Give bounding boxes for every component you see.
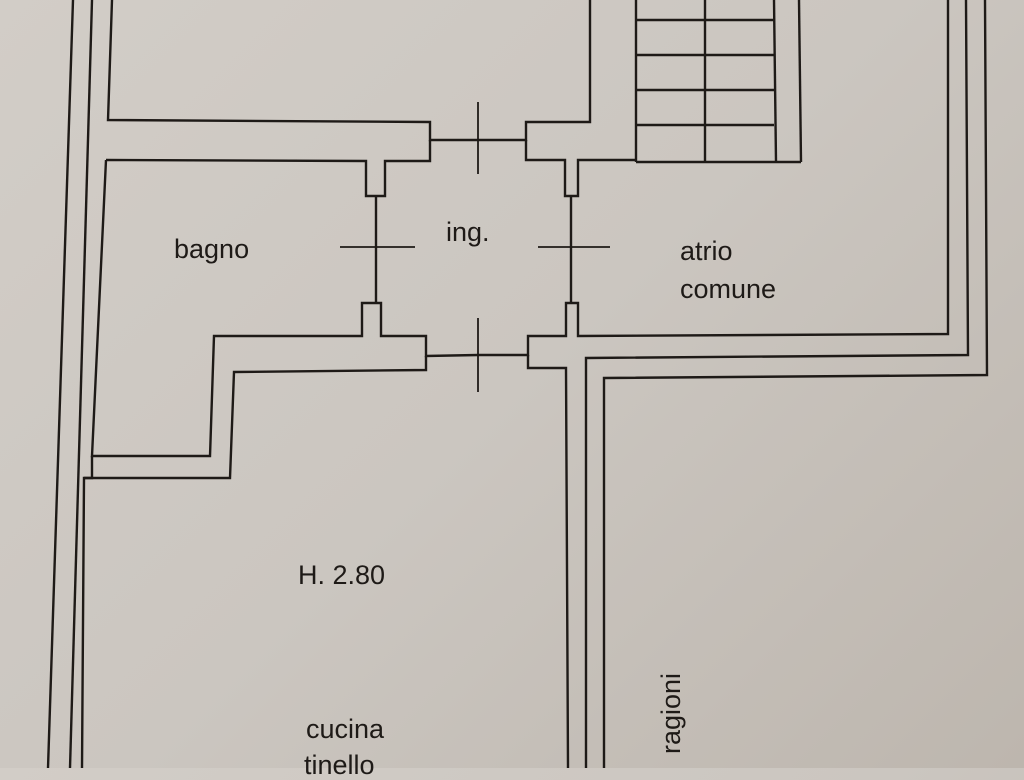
wall-cucina [80,456,94,768]
room-label-ingresso: ing. [446,217,490,247]
outer-wall-right-3 [602,0,989,768]
wall-ingresso-right [524,140,636,198]
outer-wall-right-2 [584,0,970,768]
room-label-atrio-line2: comune [680,274,777,304]
height-annotation: H. 2.80 [298,560,386,590]
wall-bagno [105,140,432,198]
wall-cucina-right [526,355,570,768]
stairs [634,0,803,164]
wall-cucina-top [84,356,428,480]
outer-wall-left-2 [68,0,94,768]
room-label-ragioni: ragioni [656,672,686,754]
room-label-atrio-line1: atrio [680,236,733,266]
wall-top-left-room [106,0,592,142]
wall-bagno-left [90,0,950,458]
room-label-cucina-line2: tinello [304,750,375,780]
room-label-cucina-line1: cucina [306,714,385,744]
room-label-bagno: bagno [174,234,250,264]
outer-wall-left-1 [46,0,75,768]
